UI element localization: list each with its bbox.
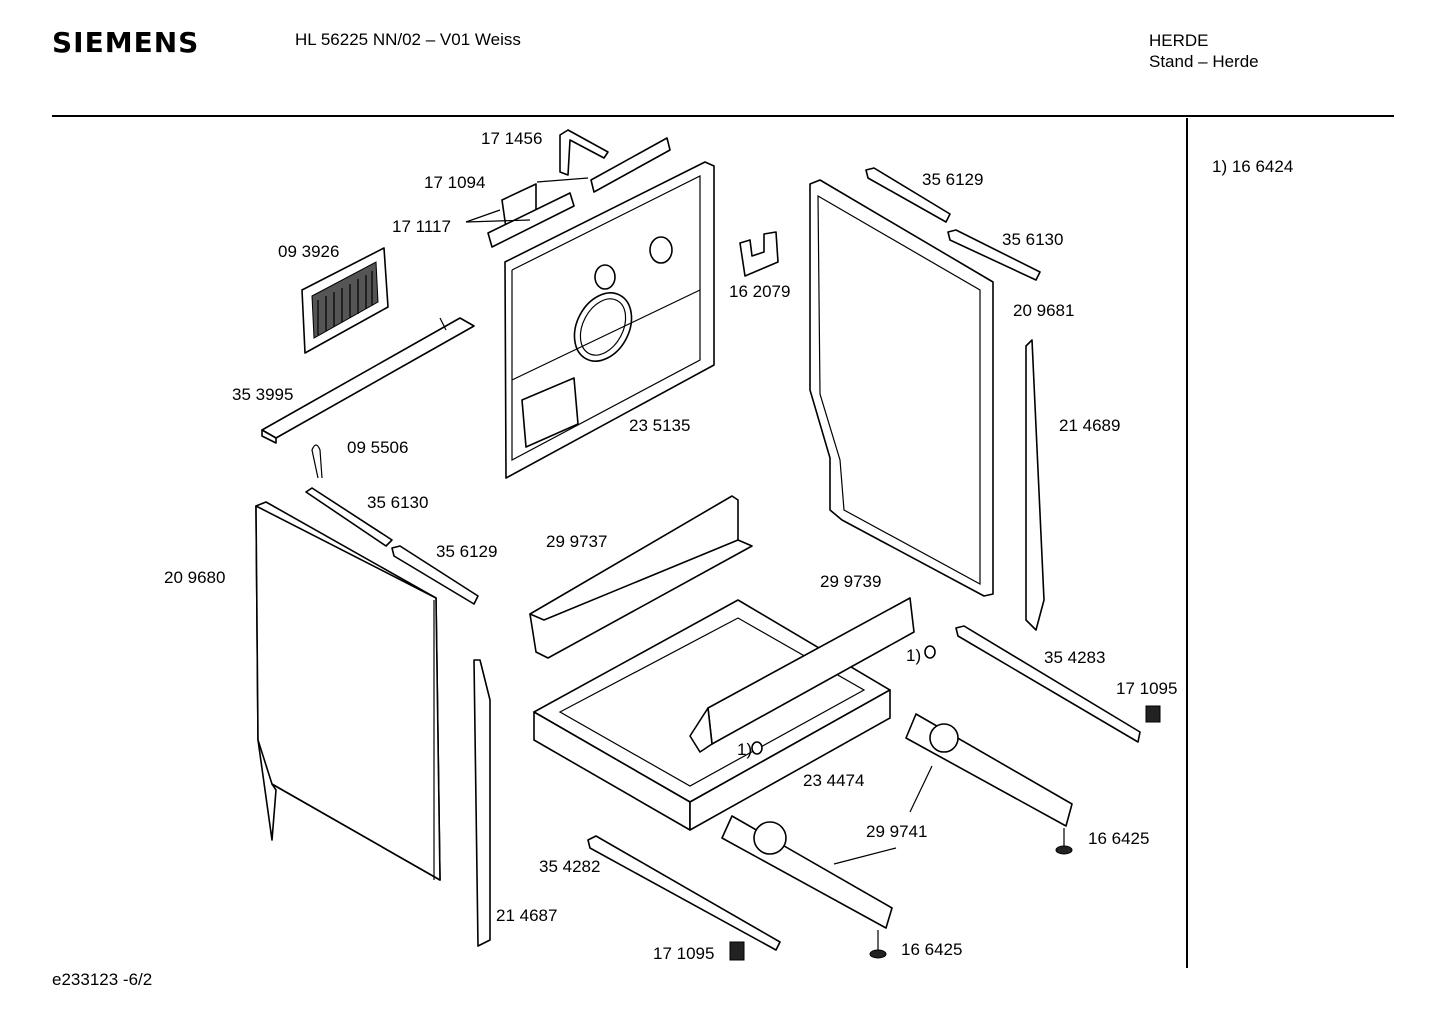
- part-label: 16 6425: [901, 940, 963, 959]
- part-strip-356129b: [391, 545, 479, 605]
- part-rail-214689: [1025, 339, 1045, 631]
- part-label: 1): [906, 646, 922, 665]
- leader-299741-a: [909, 765, 933, 813]
- part-back-panel: [504, 161, 715, 479]
- part-rail-354283: [955, 625, 1141, 743]
- part-label: 35 6130: [1002, 230, 1064, 249]
- part-side-panel-left: [255, 501, 441, 881]
- part-cross-bar: [261, 317, 475, 444]
- leader-171094: [536, 177, 589, 183]
- part-strip-356130b: [305, 487, 393, 547]
- part-wheel-unit-left: [721, 815, 893, 929]
- part-label: 23 4474: [803, 771, 865, 790]
- part-label: 09 3926: [278, 242, 340, 261]
- part-clip-162079: [739, 231, 779, 277]
- part-label: 09 5506: [347, 438, 409, 457]
- category-title: HERDE: [1149, 31, 1209, 50]
- part-label: 35 3995: [232, 385, 294, 404]
- part-label: 21 4689: [1059, 416, 1121, 435]
- part-strip-356130a: [947, 229, 1041, 281]
- part-bracket-171456: [559, 129, 609, 176]
- leader-171117-a: [465, 209, 501, 223]
- side-divider: [1186, 118, 1188, 968]
- part-label: 35 6129: [436, 542, 498, 561]
- part-strip-356129a: [865, 167, 951, 223]
- part-label: 20 9680: [164, 568, 226, 587]
- part-label: 29 9741: [866, 822, 928, 841]
- part-label: 17 1456: [481, 129, 543, 148]
- part-label: 17 1095: [1116, 679, 1178, 698]
- part-cap-b: [751, 741, 763, 755]
- part-profile-299739: [689, 597, 915, 753]
- leader-299741-b: [833, 847, 897, 865]
- footnote: 1) 16 6424: [1212, 157, 1294, 176]
- part-label: 16 6425: [1088, 829, 1150, 848]
- part-rail-214687: [473, 659, 491, 947]
- part-foot-166425a: [1055, 828, 1073, 855]
- part-label: 35 6130: [367, 493, 429, 512]
- header-divider: [52, 115, 1394, 117]
- part-foot-171095a: [1145, 705, 1161, 723]
- part-foot-171095b: [729, 941, 745, 961]
- part-label: 29 9739: [820, 572, 882, 591]
- part-hook: [311, 444, 323, 479]
- brand-logo: SIEMENS: [52, 26, 200, 59]
- drawing-code: e233123 -6/2: [52, 970, 153, 989]
- part-strip-b: [487, 192, 575, 248]
- part-rail-354282: [587, 835, 781, 951]
- part-label: 1): [737, 740, 753, 759]
- part-label: 29 9737: [546, 532, 608, 551]
- subcategory-title: Stand – Herde: [1149, 52, 1259, 71]
- part-label: 21 4687: [496, 906, 558, 925]
- part-foot-166425b: [869, 930, 887, 959]
- part-label: 17 1094: [424, 173, 486, 192]
- part-strip-a: [590, 137, 671, 193]
- part-grille: [301, 247, 389, 354]
- part-cap-a: [924, 645, 936, 659]
- leader-171117-b: [465, 219, 531, 223]
- part-base-frame: [533, 599, 891, 831]
- part-label: 35 4282: [539, 857, 601, 876]
- part-label: 35 6129: [922, 170, 984, 189]
- part-label: 16 2079: [729, 282, 791, 301]
- model-title: HL 56225 NN/02 – V01 Weiss: [295, 30, 521, 49]
- part-label: 23 5135: [629, 416, 691, 435]
- part-label: 17 1117: [392, 217, 451, 236]
- part-profile-299737: [529, 495, 753, 659]
- part-label: 35 4283: [1044, 648, 1106, 667]
- part-label: 20 9681: [1013, 301, 1075, 320]
- part-wheel-unit-right: [905, 713, 1073, 827]
- category-block: HERDE Stand – Herde: [1149, 30, 1259, 72]
- part-side-frame-right: [809, 179, 994, 597]
- part-label: 17 1095: [653, 944, 715, 963]
